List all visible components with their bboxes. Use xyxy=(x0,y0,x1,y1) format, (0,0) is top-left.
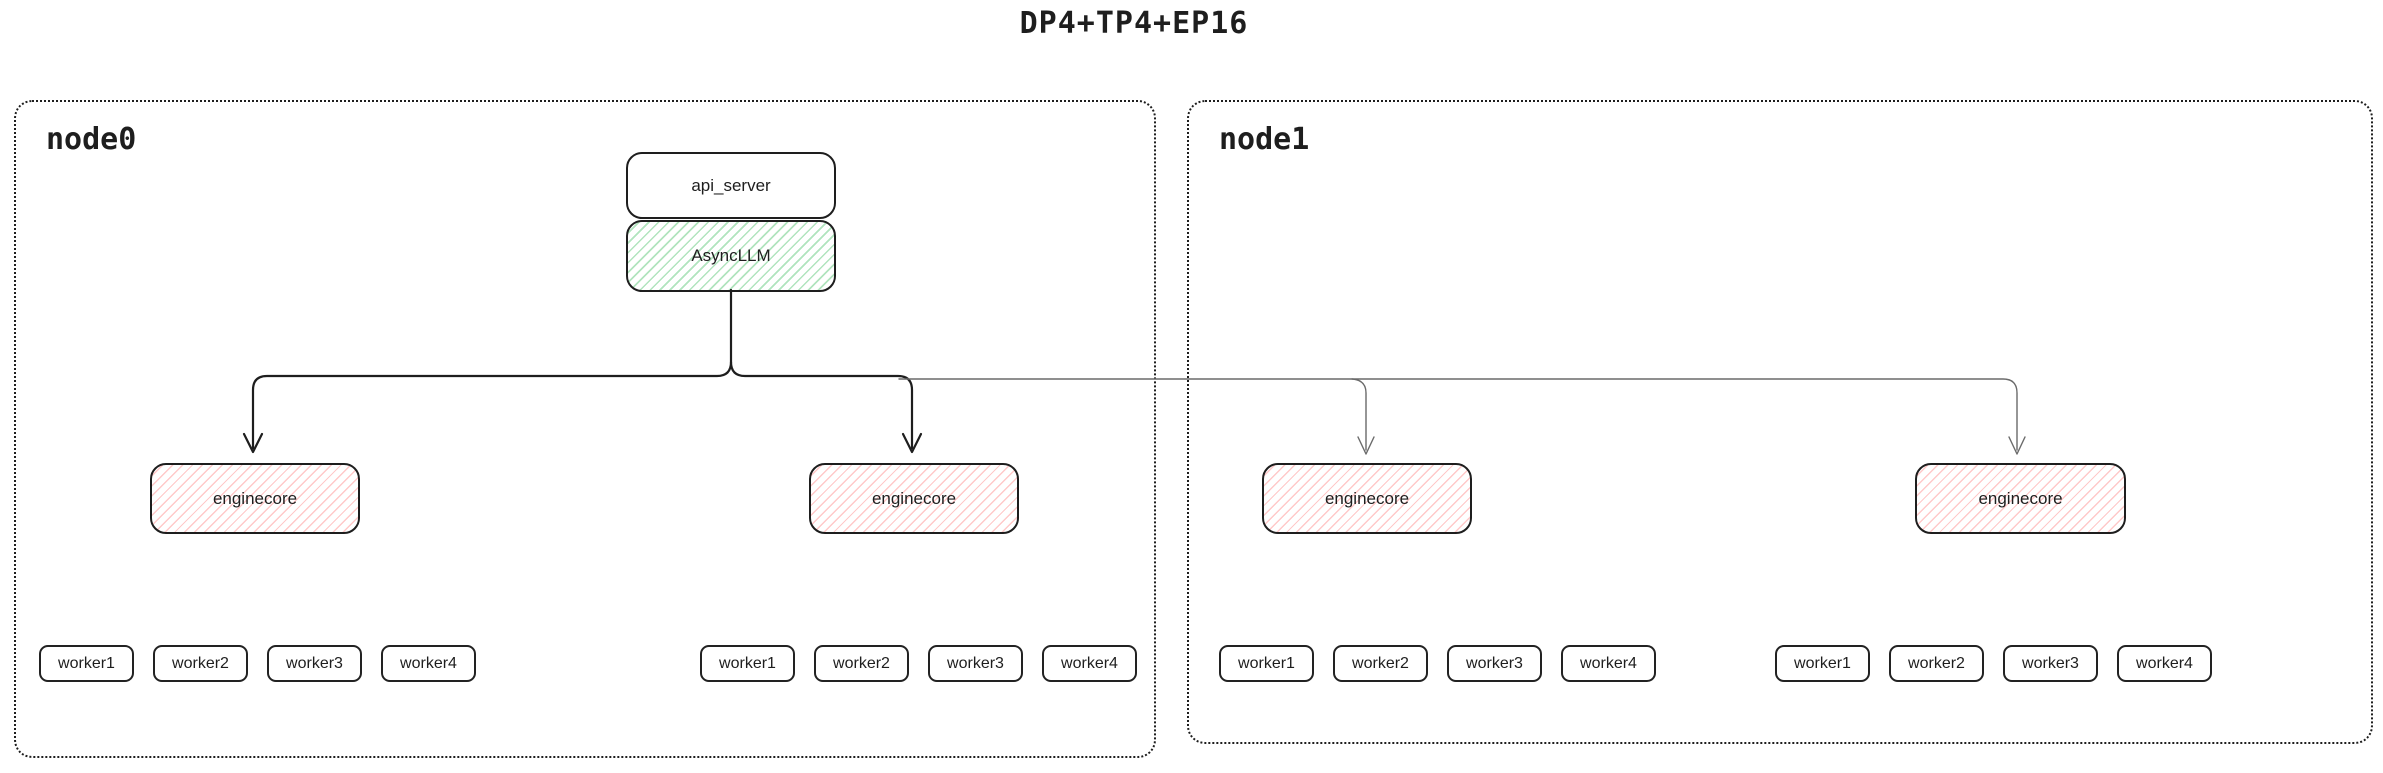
worker-box: worker2 xyxy=(1333,645,1428,682)
worker-box: worker2 xyxy=(1889,645,1984,682)
worker-box: worker4 xyxy=(381,645,476,682)
api-server-box: api_server xyxy=(626,152,836,219)
enginecore-label: enginecore xyxy=(871,488,957,508)
worker-box: worker3 xyxy=(2003,645,2098,682)
worker-box: worker1 xyxy=(1775,645,1870,682)
worker-box: worker1 xyxy=(39,645,134,682)
worker-box: worker4 xyxy=(2117,645,2212,682)
asyncllm-box: AsyncLLM xyxy=(626,220,836,292)
node0-enginecore-1: enginecore xyxy=(150,463,360,534)
node0-enginecore-2: enginecore xyxy=(809,463,1019,534)
node1-enginecore-1: enginecore xyxy=(1262,463,1472,534)
worker-box: worker3 xyxy=(1447,645,1542,682)
asyncllm-label: AsyncLLM xyxy=(691,246,771,265)
enginecore-label: enginecore xyxy=(1978,488,2063,508)
node1-worker-group-1: worker1 worker2 worker3 worker4 xyxy=(1219,645,1656,682)
worker-box: worker4 xyxy=(1042,645,1137,682)
node1-container: node1 enginecore enginecore worker1 work… xyxy=(1187,100,2373,744)
worker-box: worker4 xyxy=(1561,645,1656,682)
node0-label: node0 xyxy=(46,122,137,157)
node0-worker-group-2: worker1 worker2 worker3 worker4 xyxy=(700,645,1137,682)
node0-worker-group-1: worker1 worker2 worker3 worker4 xyxy=(39,645,476,682)
worker-box: worker1 xyxy=(1219,645,1314,682)
enginecore-label: enginecore xyxy=(1324,488,1410,508)
worker-box: worker3 xyxy=(928,645,1023,682)
worker-box: worker3 xyxy=(267,645,362,682)
diagram-title: DP4+TP4+EP16 xyxy=(1019,6,1249,41)
node1-label: node1 xyxy=(1219,122,1310,157)
node0-container: node0 api_server AsyncLLM enginecore eng… xyxy=(14,100,1156,758)
node1-enginecore-2: enginecore xyxy=(1915,463,2126,534)
worker-box: worker1 xyxy=(700,645,795,682)
api-server-label: api_server xyxy=(691,175,771,195)
worker-box: worker2 xyxy=(153,645,248,682)
worker-box: worker2 xyxy=(814,645,909,682)
node1-worker-group-2: worker1 worker2 worker3 worker4 xyxy=(1775,645,2212,682)
enginecore-label: enginecore xyxy=(212,488,298,508)
